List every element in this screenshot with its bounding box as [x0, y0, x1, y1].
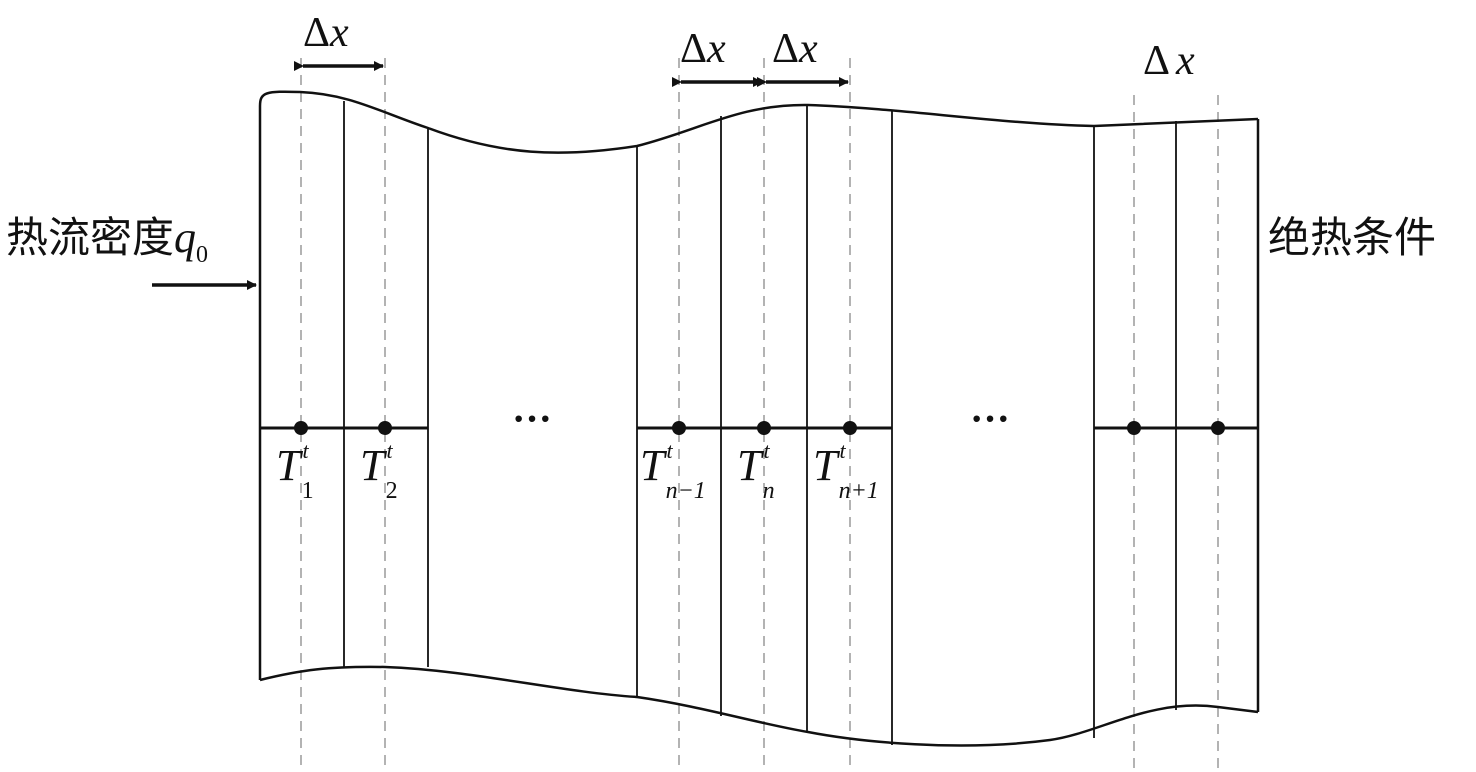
node-dot-n-minus-1 — [672, 421, 686, 435]
spacing-arrows — [294, 61, 849, 87]
ellipsis-right: ··· — [970, 396, 1010, 441]
node-dot-2 — [378, 421, 392, 435]
adiabatic-label: 绝热条件 — [1268, 213, 1436, 262]
node-center-dashed-lines — [300, 58, 1219, 772]
cell-separators — [343, 101, 1177, 745]
heat-flux-label: 热流密度q0 — [6, 213, 208, 268]
top-boundary — [299, 90, 1259, 154]
spacing-label-3: Δx — [772, 26, 818, 72]
node-dot-1 — [294, 421, 308, 435]
left-boundary — [258, 90, 301, 680]
node-points — [294, 421, 1225, 435]
node-dot-n-plus-1 — [843, 421, 857, 435]
ellipsis-left: ··· — [512, 396, 552, 441]
node-dot-last-2 — [1127, 421, 1141, 435]
bottom-boundary — [259, 665, 1259, 747]
spacing-label-2: Δx — [680, 26, 726, 72]
body-outline — [258, 90, 1260, 747]
spacing-label-1: Δx — [303, 10, 349, 56]
node-dot-last — [1211, 421, 1225, 435]
node-dot-n — [757, 421, 771, 435]
